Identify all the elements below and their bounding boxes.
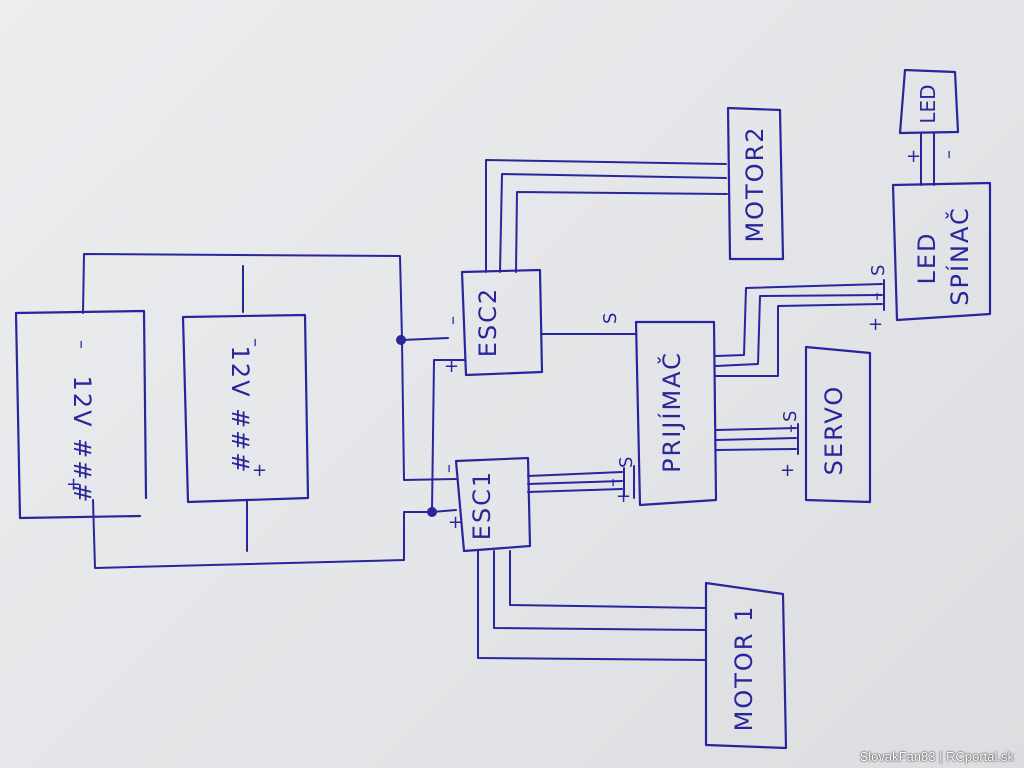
receiver-box (634, 320, 718, 507)
esc2-positive-wire (431, 359, 465, 513)
servo-box (804, 345, 872, 504)
battery-2-label: 12V ### (226, 346, 254, 475)
battery-2-plus: + (252, 460, 267, 481)
junction-positive (427, 507, 437, 517)
receiver-plus: + (616, 486, 631, 507)
receiver-minus: – (603, 478, 624, 487)
esc2-motor2-phase-a (485, 159, 727, 273)
esc2-box (460, 268, 544, 377)
led-label: LED (916, 84, 940, 123)
led-minus: – (939, 150, 960, 159)
battery-1-plus: + (66, 474, 81, 495)
motor1-label: MOTOR 1 (730, 605, 758, 732)
battery-1-box (14, 309, 148, 520)
esc2-minus: – (443, 316, 464, 325)
servo-minus: – (781, 424, 802, 433)
esc2-label: ESC2 (474, 287, 502, 357)
switch-label-line1: LED (913, 231, 941, 284)
esc1-plus: + (448, 512, 463, 533)
receiver-switch-wire-1 (715, 283, 883, 357)
esc1-receiver-wire-3 (527, 488, 623, 493)
esc2-signal-label: S (600, 313, 621, 324)
servo-label: SERVO (820, 385, 848, 476)
receiver-switch-wire-2 (715, 294, 883, 367)
motor1-box (704, 581, 788, 750)
esc1-negative-wire (401, 339, 457, 481)
receiver-port-1-tick (623, 465, 635, 499)
switch-minus: – (867, 292, 888, 301)
esc1-label: ESC1 (468, 470, 496, 540)
receiver-label: PRIJÍMAČ (656, 351, 686, 473)
receiver-switch-wire-3 (715, 303, 883, 377)
receiver-signal-label: S (616, 457, 637, 468)
esc1-motor1-phase-c (509, 550, 707, 609)
esc1-receiver-wire-1 (527, 471, 623, 477)
esc1-box (454, 456, 532, 553)
watermark: SlovakFan83 | RCportal.sk (859, 749, 1014, 764)
esc2-motor2-phase-b (499, 173, 727, 273)
servo-signal-label: S (780, 411, 801, 422)
switch-plus: + (868, 314, 883, 335)
switch-signal-label: S (868, 265, 889, 276)
motor2-box (726, 106, 785, 261)
esc1-motor1-phase-b (493, 550, 707, 631)
esc1-receiver-wire-2 (527, 480, 623, 485)
positive-bus-wire (92, 499, 457, 569)
led-switch-box (891, 181, 992, 322)
negative-bus-wire (82, 253, 449, 341)
battery-1-label: 12V ### (68, 376, 96, 505)
switch-label-line2: SPÍNAČ (944, 206, 974, 306)
battery-2-box (181, 313, 310, 504)
battery-2-minus: – (245, 338, 266, 347)
receiver-servo-wire-1 (715, 427, 797, 431)
receiver-servo-wire-3 (715, 448, 797, 451)
battery-1-minus: – (71, 340, 92, 349)
esc2-plus: + (444, 356, 459, 377)
motor2-label: MOTOR2 (741, 125, 769, 242)
esc2-motor2-phase-c (515, 191, 728, 273)
led-box (898, 68, 960, 135)
receiver-servo-wire-2 (715, 437, 797, 441)
servo-plus: + (780, 460, 795, 481)
esc1-minus: – (439, 464, 460, 473)
led-plus: + (906, 146, 921, 167)
junction-negative (396, 335, 406, 345)
esc1-motor1-phase-a (477, 550, 707, 661)
